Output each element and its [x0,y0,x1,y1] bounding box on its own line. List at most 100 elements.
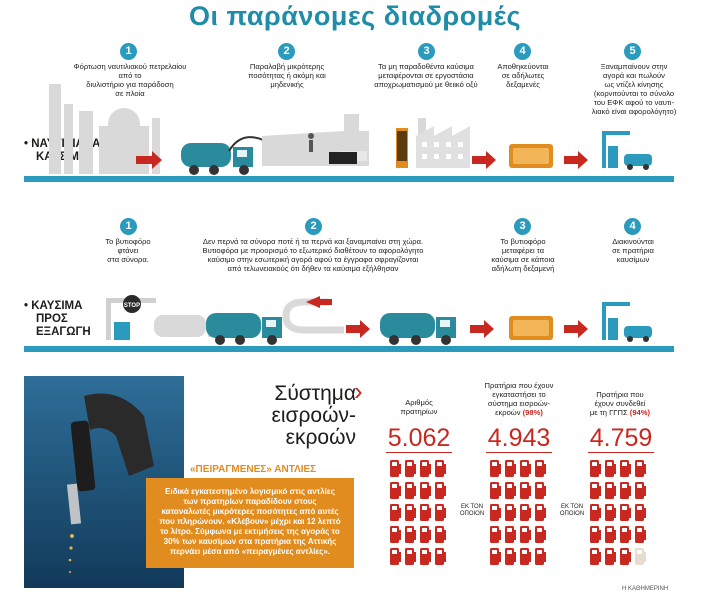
nozzle-handle-icon [84,393,154,476]
gas-pump-icon [390,460,401,477]
tanker-truck-icon [380,313,456,345]
person-icon [308,133,314,152]
tanker-truck-icon [206,313,282,345]
gas-pump-icon [390,482,401,499]
refinery-icon [49,84,160,174]
gas-pump-icon [435,526,446,543]
gas-pump-icon [490,526,501,543]
gas-pump-icon [435,482,446,499]
gas-pump-icon [390,504,401,521]
storage-tank-icon [509,144,553,168]
gas-pump-icon [420,526,431,543]
gas-pump-icon [505,482,516,499]
flow-arrow-icon [346,320,370,338]
gas-pump-icon [635,482,646,499]
gas-pump-icon [390,526,401,543]
gas-pump-icon [620,526,631,543]
gas-pump-icon [590,504,601,521]
gas-pump-icon [420,548,431,565]
step-number: 5 [624,43,641,60]
gas-pump-icon [405,548,416,565]
callout-box: Ειδικά εγκατεστημένο λογισμικό στις αντλ… [146,478,354,568]
gas-pump-icon [435,504,446,521]
gas-pump-icon [390,548,401,565]
gas-pump-icon [435,460,446,477]
fuel-drops-icon [68,534,74,573]
stat-value: 5.062 [387,424,451,452]
gas-pump-icon [590,482,601,499]
gas-pump-icon [535,548,546,565]
gas-pump-icon [520,460,531,477]
gas-pump-icon [505,504,516,521]
gas-station-icon [602,302,652,342]
step-number: 2 [278,43,295,60]
gas-station-icon [602,131,652,170]
gas-pump-icon [635,548,646,565]
section-label: • ΚΑΥΣΙΜΑ ΠΡΟΣ ΕΞΑΓΩΓΗ [24,300,91,338]
gas-pump-icon [590,460,601,477]
chevron-right-icon: › [354,376,363,406]
step-number: 1 [120,218,137,235]
gas-pump-icon [490,548,501,565]
step-number: 1 [120,43,137,60]
gas-pump-icon [520,548,531,565]
stat-value: 4.943 [487,424,551,452]
gas-pump-icon [405,526,416,543]
tanker-truck-icon [181,143,253,175]
gas-pump-icon [505,526,516,543]
gas-pump-icon [535,526,546,543]
flow-arrow-icon [470,320,494,338]
gas-pump-icon [405,482,416,499]
gas-pump-icon [490,460,501,477]
gas-pump-icon [635,526,646,543]
step-number: 3 [514,218,531,235]
flow-arrow-icon [472,151,496,169]
gas-pump-icon [605,504,616,521]
gas-pump-icon [635,460,646,477]
page-title: Οι παράνομες διαδρομές [189,1,521,31]
refinery-illustration [49,84,652,175]
flow-arrow-icon [564,320,588,338]
gas-pump-icon [605,526,616,543]
flow-arrow-icon [564,151,588,169]
gas-pump-icon [435,548,446,565]
factory-icon [396,118,470,168]
gas-pump-icon [505,460,516,477]
gas-pump-icon [605,482,616,499]
flow-arrow-icon [136,151,162,169]
step-number: 4 [514,43,531,60]
gas-pump-icon [505,548,516,565]
divider [486,452,552,453]
gas-pump-icon [520,526,531,543]
pump-grid [390,460,646,565]
gas-pump-icon [520,482,531,499]
gas-pump-icon [520,504,531,521]
step-number: 4 [624,218,641,235]
gas-pump-icon [605,460,616,477]
gas-pump-icon [420,504,431,521]
step-number: 2 [305,218,322,235]
gas-pump-icon [420,460,431,477]
flow-band [24,176,674,182]
export-illustration: STOP [106,295,652,345]
gas-pump-icon [490,504,501,521]
gas-pump-icon [405,460,416,477]
gas-pump-icon [635,504,646,521]
credit: Η ΚΑΘΗΜΕΡΙΝΗ [622,586,669,592]
gas-pump-icon [535,504,546,521]
flow-arrow-icon [306,296,320,308]
gas-pump-icon [620,548,631,565]
gas-pump-icon [405,504,416,521]
